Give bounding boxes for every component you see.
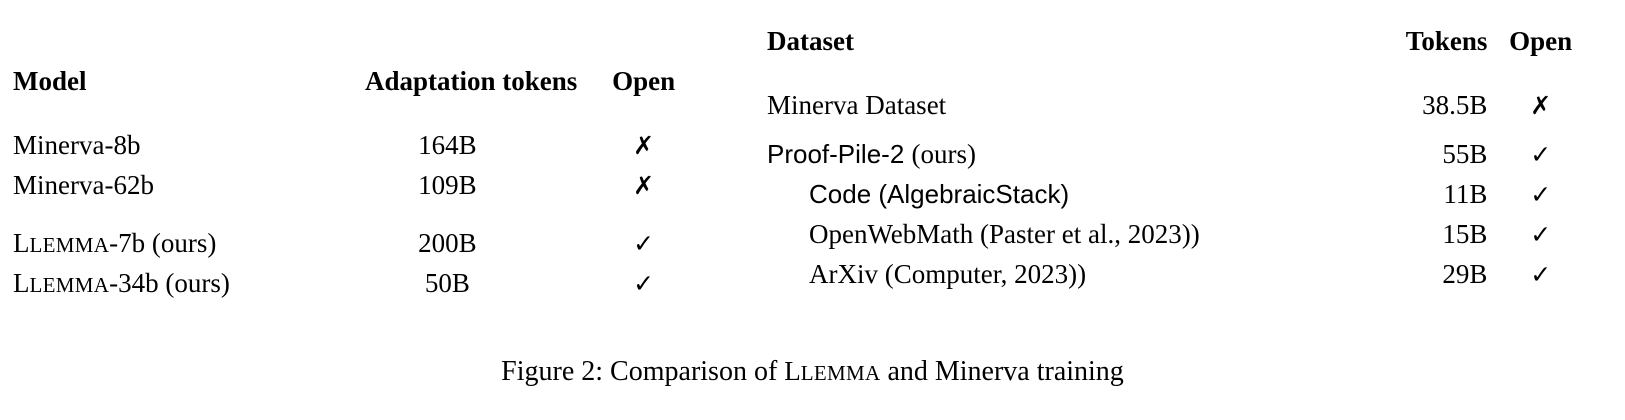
table-row: Proof-Pile-2 (ours) 55B ✓ <box>767 132 1588 181</box>
dataset-name-sans: Proof-Pile-2 <box>767 139 912 169</box>
header-row: Dataset Tokens Open <box>767 22 1588 83</box>
model-name-smallcaps: LEMMA <box>29 233 110 257</box>
cell-model: Minerva-62b <box>13 170 154 200</box>
cell-dataset: OpenWebMath (Paster et al., 2023)) <box>767 221 1341 261</box>
header-open: Open <box>1509 26 1573 56</box>
header-tokens: Tokens <box>1405 26 1488 56</box>
table-row: ArXiv (Computer, 2023)) 29B ✓ <box>767 261 1588 310</box>
figure-caption: Figure 2: Comparison of LLEMMA and Miner… <box>0 356 1625 388</box>
cell-tokens: 164B <box>418 130 477 160</box>
dataset-name-sans: Code (AlgebraicStack) <box>809 179 1070 209</box>
cell-tokens: 50B <box>424 268 470 298</box>
caption-suffix: and Minerva training <box>880 356 1124 387</box>
table-row: Minerva-8b 164B ✗ <box>13 123 702 172</box>
cell-dataset: Code (AlgebraicStack) <box>767 181 1341 221</box>
header-model: Model <box>13 66 87 96</box>
header-open: Open <box>612 66 676 96</box>
cell-tokens: 11B <box>1443 179 1488 209</box>
cell-open: ✗ <box>633 171 655 200</box>
table-body: Minerva-8b 164B ✗ Minerva-62b 109B ✗ LLE… <box>13 123 702 319</box>
dataset-name-serif: Minerva Dataset <box>767 90 947 120</box>
table-row: Minerva-62b 109B ✗ <box>13 172 702 221</box>
llemma-minerva-training-table: Model Adaptation tokens Open Minerva-8b … <box>13 62 702 319</box>
model-name-smallcaps: LEMMA <box>29 273 110 297</box>
cell-model: Minerva-8b <box>13 130 141 160</box>
cell-open: ✓ <box>633 229 655 258</box>
model-name-initial: L <box>13 228 30 258</box>
table-row: LLEMMA-7b (ours) 200B ✓ <box>13 221 702 270</box>
dataset-name-serif: (ours) <box>911 139 976 169</box>
cell-dataset: Proof-Pile-2 (ours) <box>767 132 1341 181</box>
table-row: LLEMMA-34b (ours) 50B ✓ <box>13 270 702 319</box>
cell-model: LLEMMA-7b (ours) <box>13 221 310 270</box>
cell-open: ✓ <box>633 269 655 298</box>
cell-tokens: 55B <box>1442 139 1488 169</box>
caption-model-initial: L <box>784 356 801 386</box>
model-name-initial: L <box>13 268 30 298</box>
cell-model: LLEMMA-34b (ours) <box>13 270 310 319</box>
model-name-suffix: -7b (ours) <box>109 228 217 258</box>
table-body: Minerva Dataset 38.5B ✗ Proof-Pile-2 (ou… <box>767 83 1588 310</box>
table-header: Dataset Tokens Open <box>767 22 1588 83</box>
header-adaptation-tokens: Adaptation tokens <box>364 66 578 96</box>
dataset-name-serif: ArXiv (Computer, 2023)) <box>809 259 1087 289</box>
cell-open: ✓ <box>1530 140 1552 169</box>
dataset-tokens-table: Dataset Tokens Open Minerva Dataset 38.5… <box>767 22 1588 310</box>
table-row: OpenWebMath (Paster et al., 2023)) 15B ✓ <box>767 221 1588 261</box>
cell-tokens: 200B <box>418 228 477 258</box>
cell-tokens: 29B <box>1442 259 1488 289</box>
dataset-name-serif: OpenWebMath (Paster et al., 2023)) <box>809 219 1200 249</box>
header-dataset: Dataset <box>767 26 854 56</box>
model-name-suffix: -34b (ours) <box>109 268 230 298</box>
table-row: Minerva Dataset 38.5B ✗ <box>767 83 1588 132</box>
header-row: Model Adaptation tokens Open <box>13 62 702 123</box>
cell-dataset: ArXiv (Computer, 2023)) <box>767 261 1341 310</box>
cell-open: ✗ <box>633 131 655 160</box>
table-header: Model Adaptation tokens Open <box>13 62 702 123</box>
cell-tokens: 15B <box>1442 219 1488 249</box>
cell-tokens: 109B <box>418 170 477 200</box>
table-row: Code (AlgebraicStack) 11B ✓ <box>767 181 1588 221</box>
cell-open: ✗ <box>1530 91 1552 120</box>
cell-dataset: Minerva Dataset <box>767 83 1341 132</box>
cell-open: ✓ <box>1530 220 1552 249</box>
cell-open: ✓ <box>1530 180 1552 209</box>
cell-tokens: 38.5B <box>1422 90 1488 120</box>
cell-open: ✓ <box>1530 260 1552 289</box>
caption-model-smallcaps: LEMMA <box>800 361 881 385</box>
caption-prefix: Figure 2: Comparison of <box>501 356 785 387</box>
